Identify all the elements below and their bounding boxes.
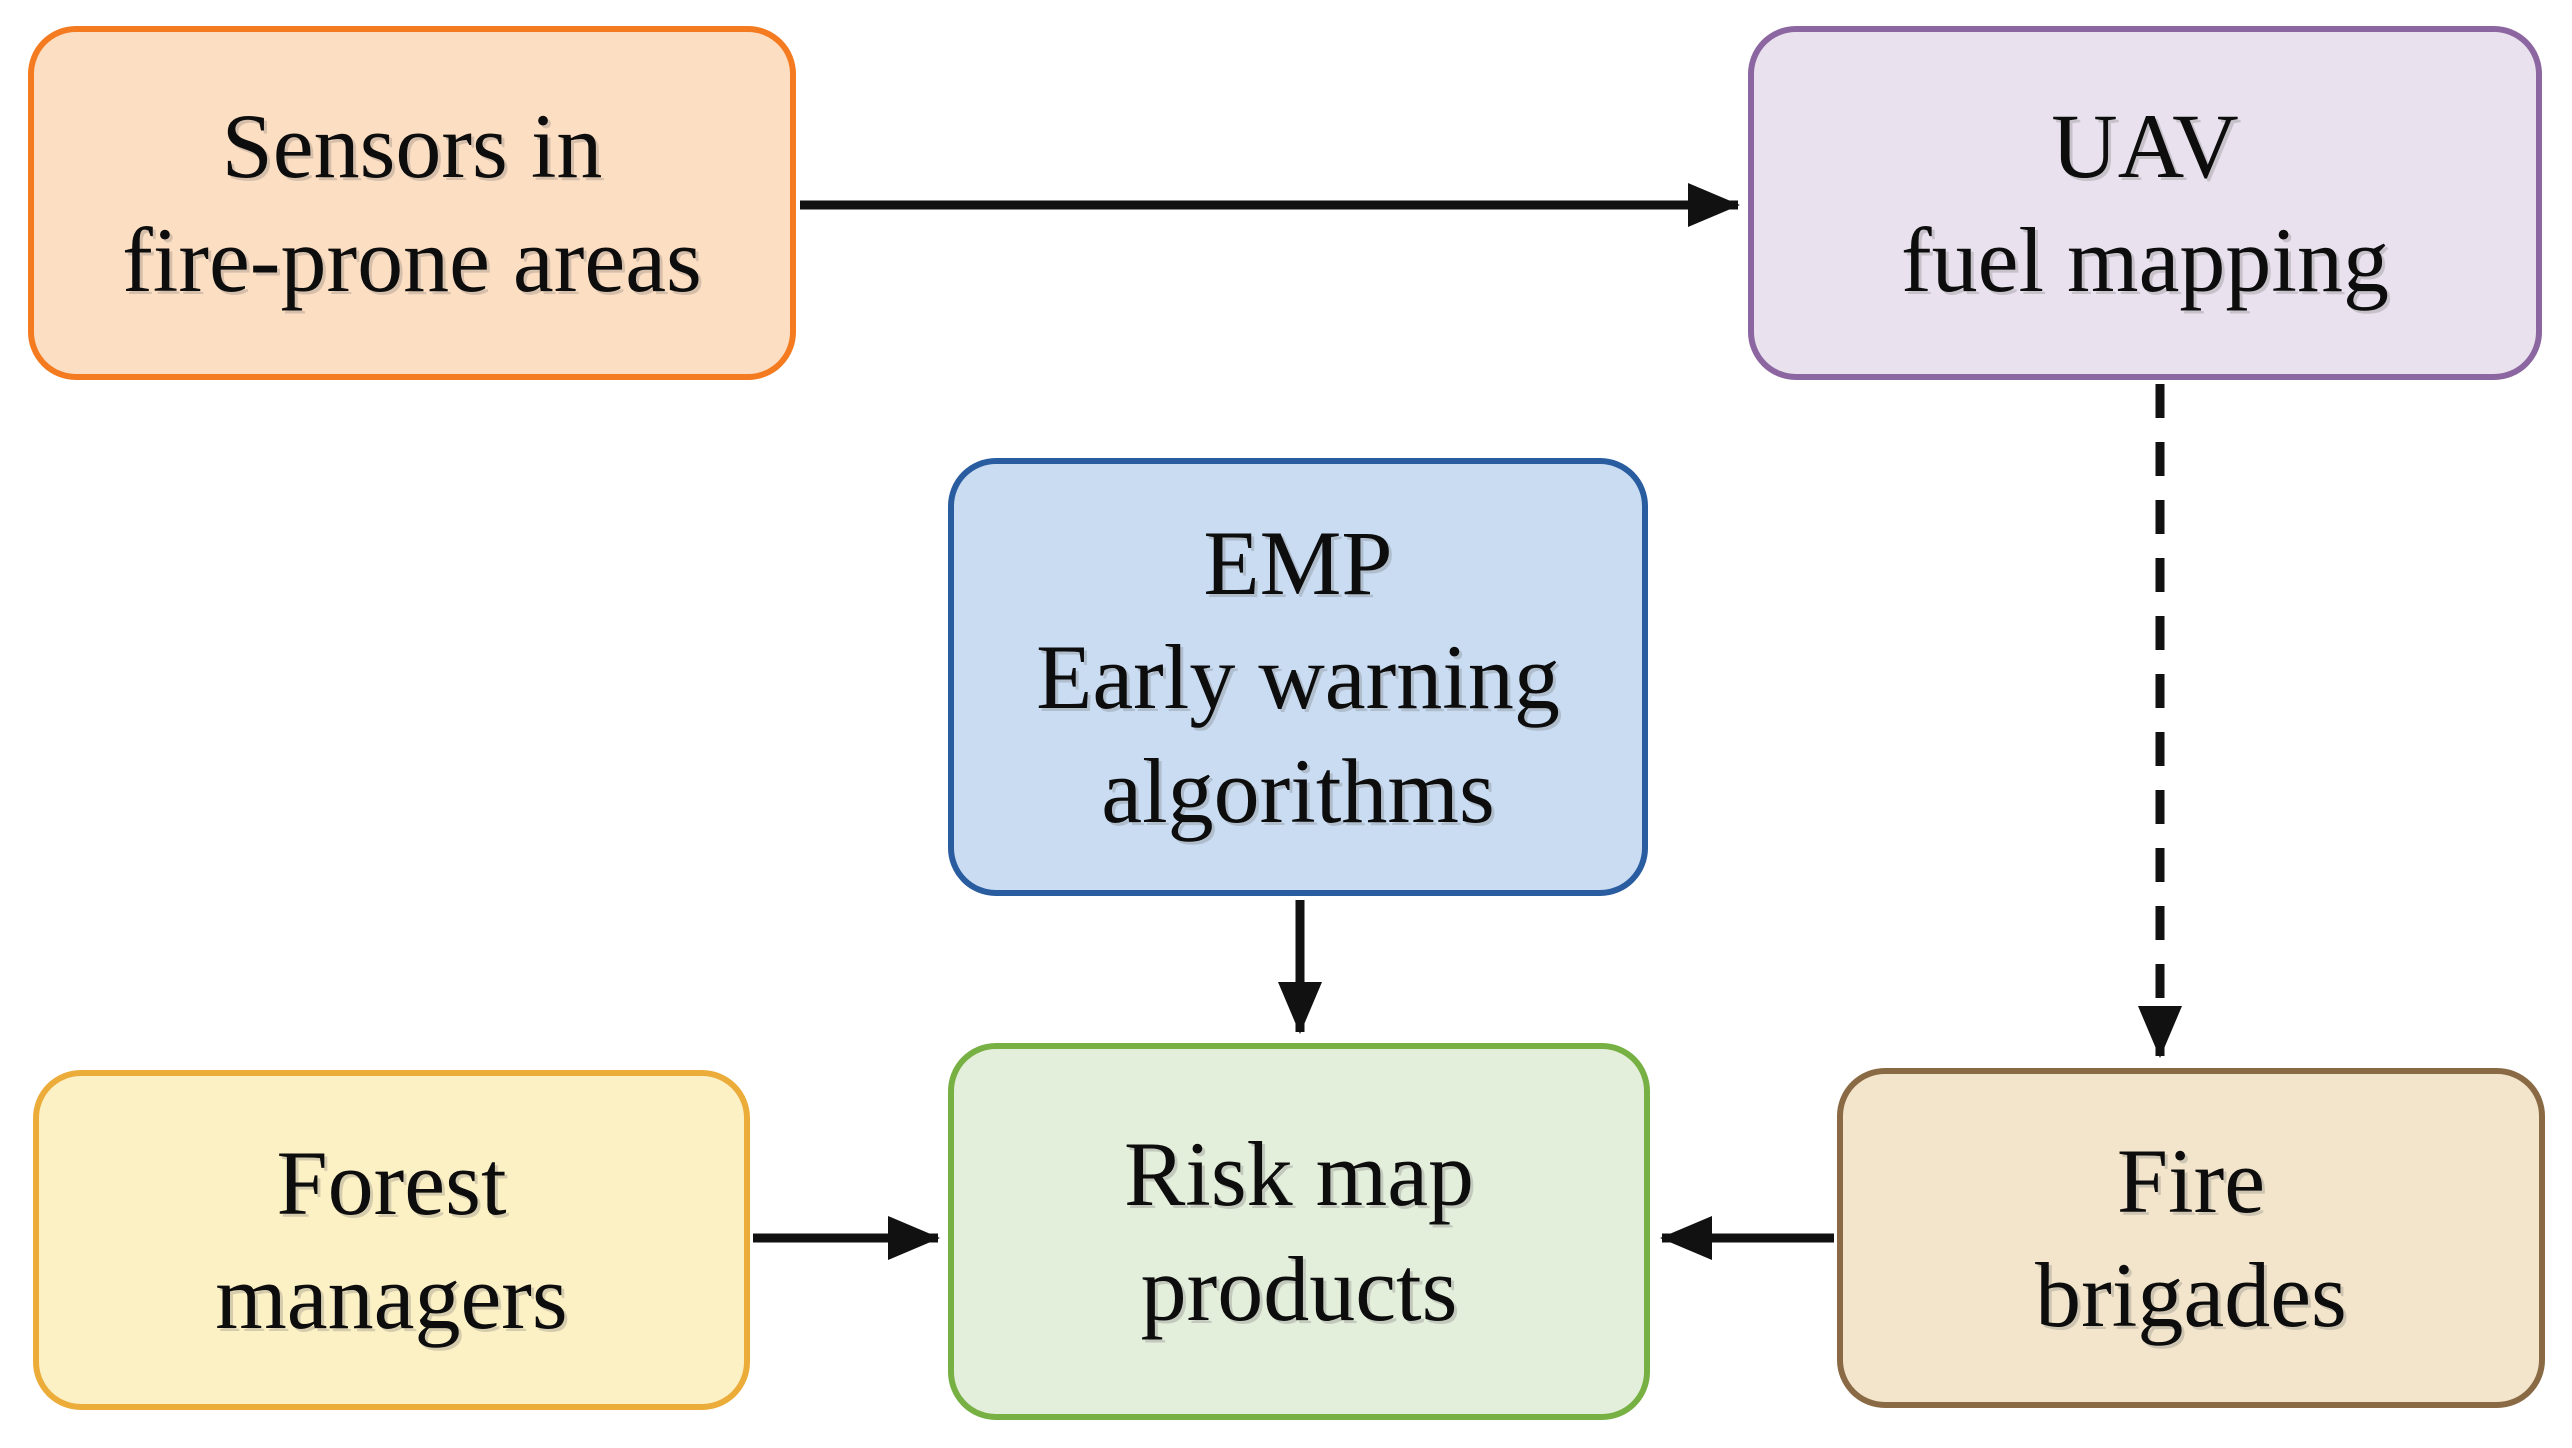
node-label-line: products: [1140, 1237, 1458, 1340]
node-uav-fuel-mapping: UAV fuel mapping: [1748, 26, 2542, 380]
node-label-line: algorithms: [1101, 740, 1495, 843]
node-label-line: brigades: [2035, 1244, 2347, 1346]
node-label-line: fuel mapping: [1901, 209, 2389, 311]
node-label-line: EMP: [1203, 511, 1393, 614]
node-forest-managers: Forest managers: [33, 1070, 750, 1410]
node-label-line: managers: [215, 1246, 568, 1348]
node-emp-early-warning-algorithms: EMP Early warning algorithms: [948, 458, 1648, 896]
node-label-line: Sensors in: [221, 94, 603, 197]
node-fire-brigades: Fire brigades: [1837, 1068, 2545, 1408]
node-label-line: fire-prone areas: [122, 209, 702, 311]
node-label-line: UAV: [2051, 94, 2239, 197]
node-label-line: Risk map: [1123, 1123, 1475, 1226]
node-sensors-in-fire-prone-areas: Sensors in fire-prone areas: [28, 26, 796, 380]
node-label-line: Fire: [2116, 1129, 2266, 1232]
node-label-line: Early warning: [1036, 625, 1560, 728]
node-risk-map-products: Risk map products: [948, 1043, 1650, 1420]
node-label-line: Forest: [276, 1131, 507, 1234]
